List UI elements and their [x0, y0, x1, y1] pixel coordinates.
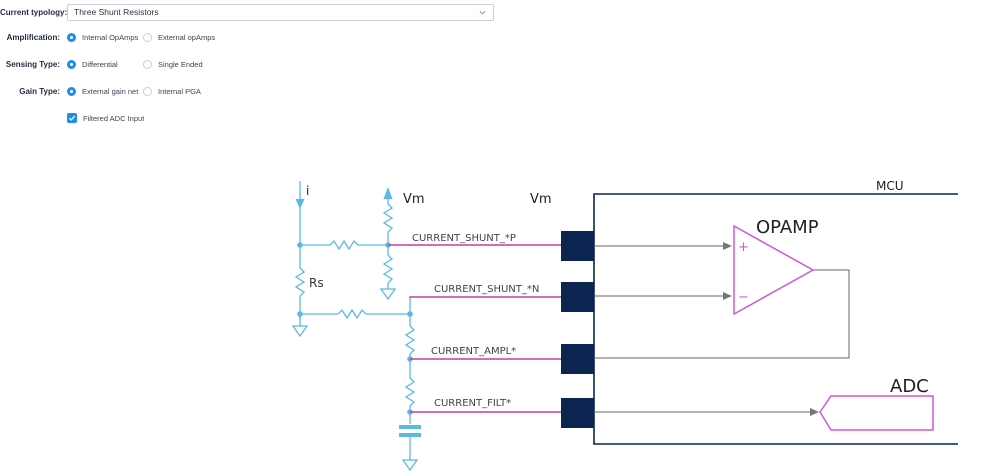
vm-left-label: Vm: [403, 192, 425, 207]
filtered-adc-checkbox[interactable]: Filtered ADC Input: [67, 113, 144, 123]
sensing-row: Sensing Type: Differential Single Ended: [0, 56, 203, 72]
internal-connections: [594, 242, 850, 416]
gain-row: Gain Type: External gain net Internal PG…: [0, 83, 201, 99]
supply-arrow-icon: [383, 187, 393, 199]
sensing-option-single-ended[interactable]: Single Ended: [143, 59, 203, 69]
signal-shunt-n-label: CURRENT_SHUNT_*N: [434, 284, 539, 295]
opamp-triangle: [733, 224, 815, 316]
gain-label: Gain Type:: [19, 86, 60, 96]
rs-label: Rs: [309, 276, 324, 290]
signal-wires: [388, 244, 562, 413]
option-label: Internal PGA: [158, 86, 201, 96]
mcu-box: [593, 193, 958, 445]
gain-option-internal-pga[interactable]: Internal PGA: [143, 86, 201, 96]
radio-selected-icon[interactable]: [67, 59, 76, 69]
radio-icon[interactable]: [143, 32, 152, 42]
option-label: Differential: [82, 59, 118, 69]
radio-selected-icon[interactable]: [67, 86, 76, 96]
typology-select[interactable]: Three Shunt Resistors: [67, 3, 494, 21]
signal-shunt-p-label: CURRENT_SHUNT_*P: [412, 233, 516, 244]
option-label: Internal OpAmps: [82, 32, 139, 42]
adc-label: ADC: [890, 376, 929, 397]
amplification-label: Amplification:: [6, 32, 60, 42]
signal-ampl-label: CURRENT_AMPL*: [431, 346, 516, 357]
vm-right-label: Vm: [530, 192, 552, 207]
mcu-label: MCU: [876, 179, 904, 193]
chevron-down-icon: [479, 10, 486, 14]
current-label: i: [306, 184, 309, 198]
checkbox-checked-icon[interactable]: [67, 113, 77, 123]
typology-value: Three Shunt Resistors: [74, 7, 159, 17]
filtered-row: Filtered ADC Input: [67, 110, 144, 126]
radio-icon[interactable]: [143, 59, 152, 69]
sensing-option-differential[interactable]: Differential: [67, 59, 143, 69]
typology-label: Current typology:: [0, 7, 68, 17]
sensing-label: Sensing Type:: [5, 59, 60, 69]
opamp-plus-label: +: [738, 240, 749, 255]
signal-filt-label: CURRENT_FILT*: [434, 398, 511, 409]
opamp-label: OPAMP: [756, 217, 819, 238]
current-arrow-icon: [295, 199, 305, 209]
input-network: [291, 181, 419, 472]
filter-capacitor: [399, 425, 421, 437]
ground-icon: [401, 459, 419, 472]
filtered-adc-label: Filtered ADC Input: [83, 113, 145, 123]
radio-icon[interactable]: [143, 86, 152, 96]
typology-row: Current typology: Three Shunt Resistors: [0, 3, 494, 21]
option-label: External opAmps: [158, 32, 216, 42]
gain-option-external[interactable]: External gain net: [67, 86, 143, 96]
amplification-option-external[interactable]: External opAmps: [143, 32, 216, 42]
option-label: External gain net: [82, 86, 139, 96]
opamp-minus-label: −: [738, 290, 749, 305]
junction-dots: [297, 242, 413, 415]
ground-icon: [291, 325, 309, 338]
amplification-option-internal[interactable]: Internal OpAmps: [67, 32, 143, 42]
amplification-row: Amplification: Internal OpAmps External …: [0, 29, 215, 45]
adc-block: [819, 395, 934, 431]
mcu-pins: [561, 231, 594, 428]
ground-icon: [379, 288, 397, 301]
radio-selected-icon[interactable]: [67, 32, 76, 42]
option-label: Single Ended: [158, 59, 203, 69]
